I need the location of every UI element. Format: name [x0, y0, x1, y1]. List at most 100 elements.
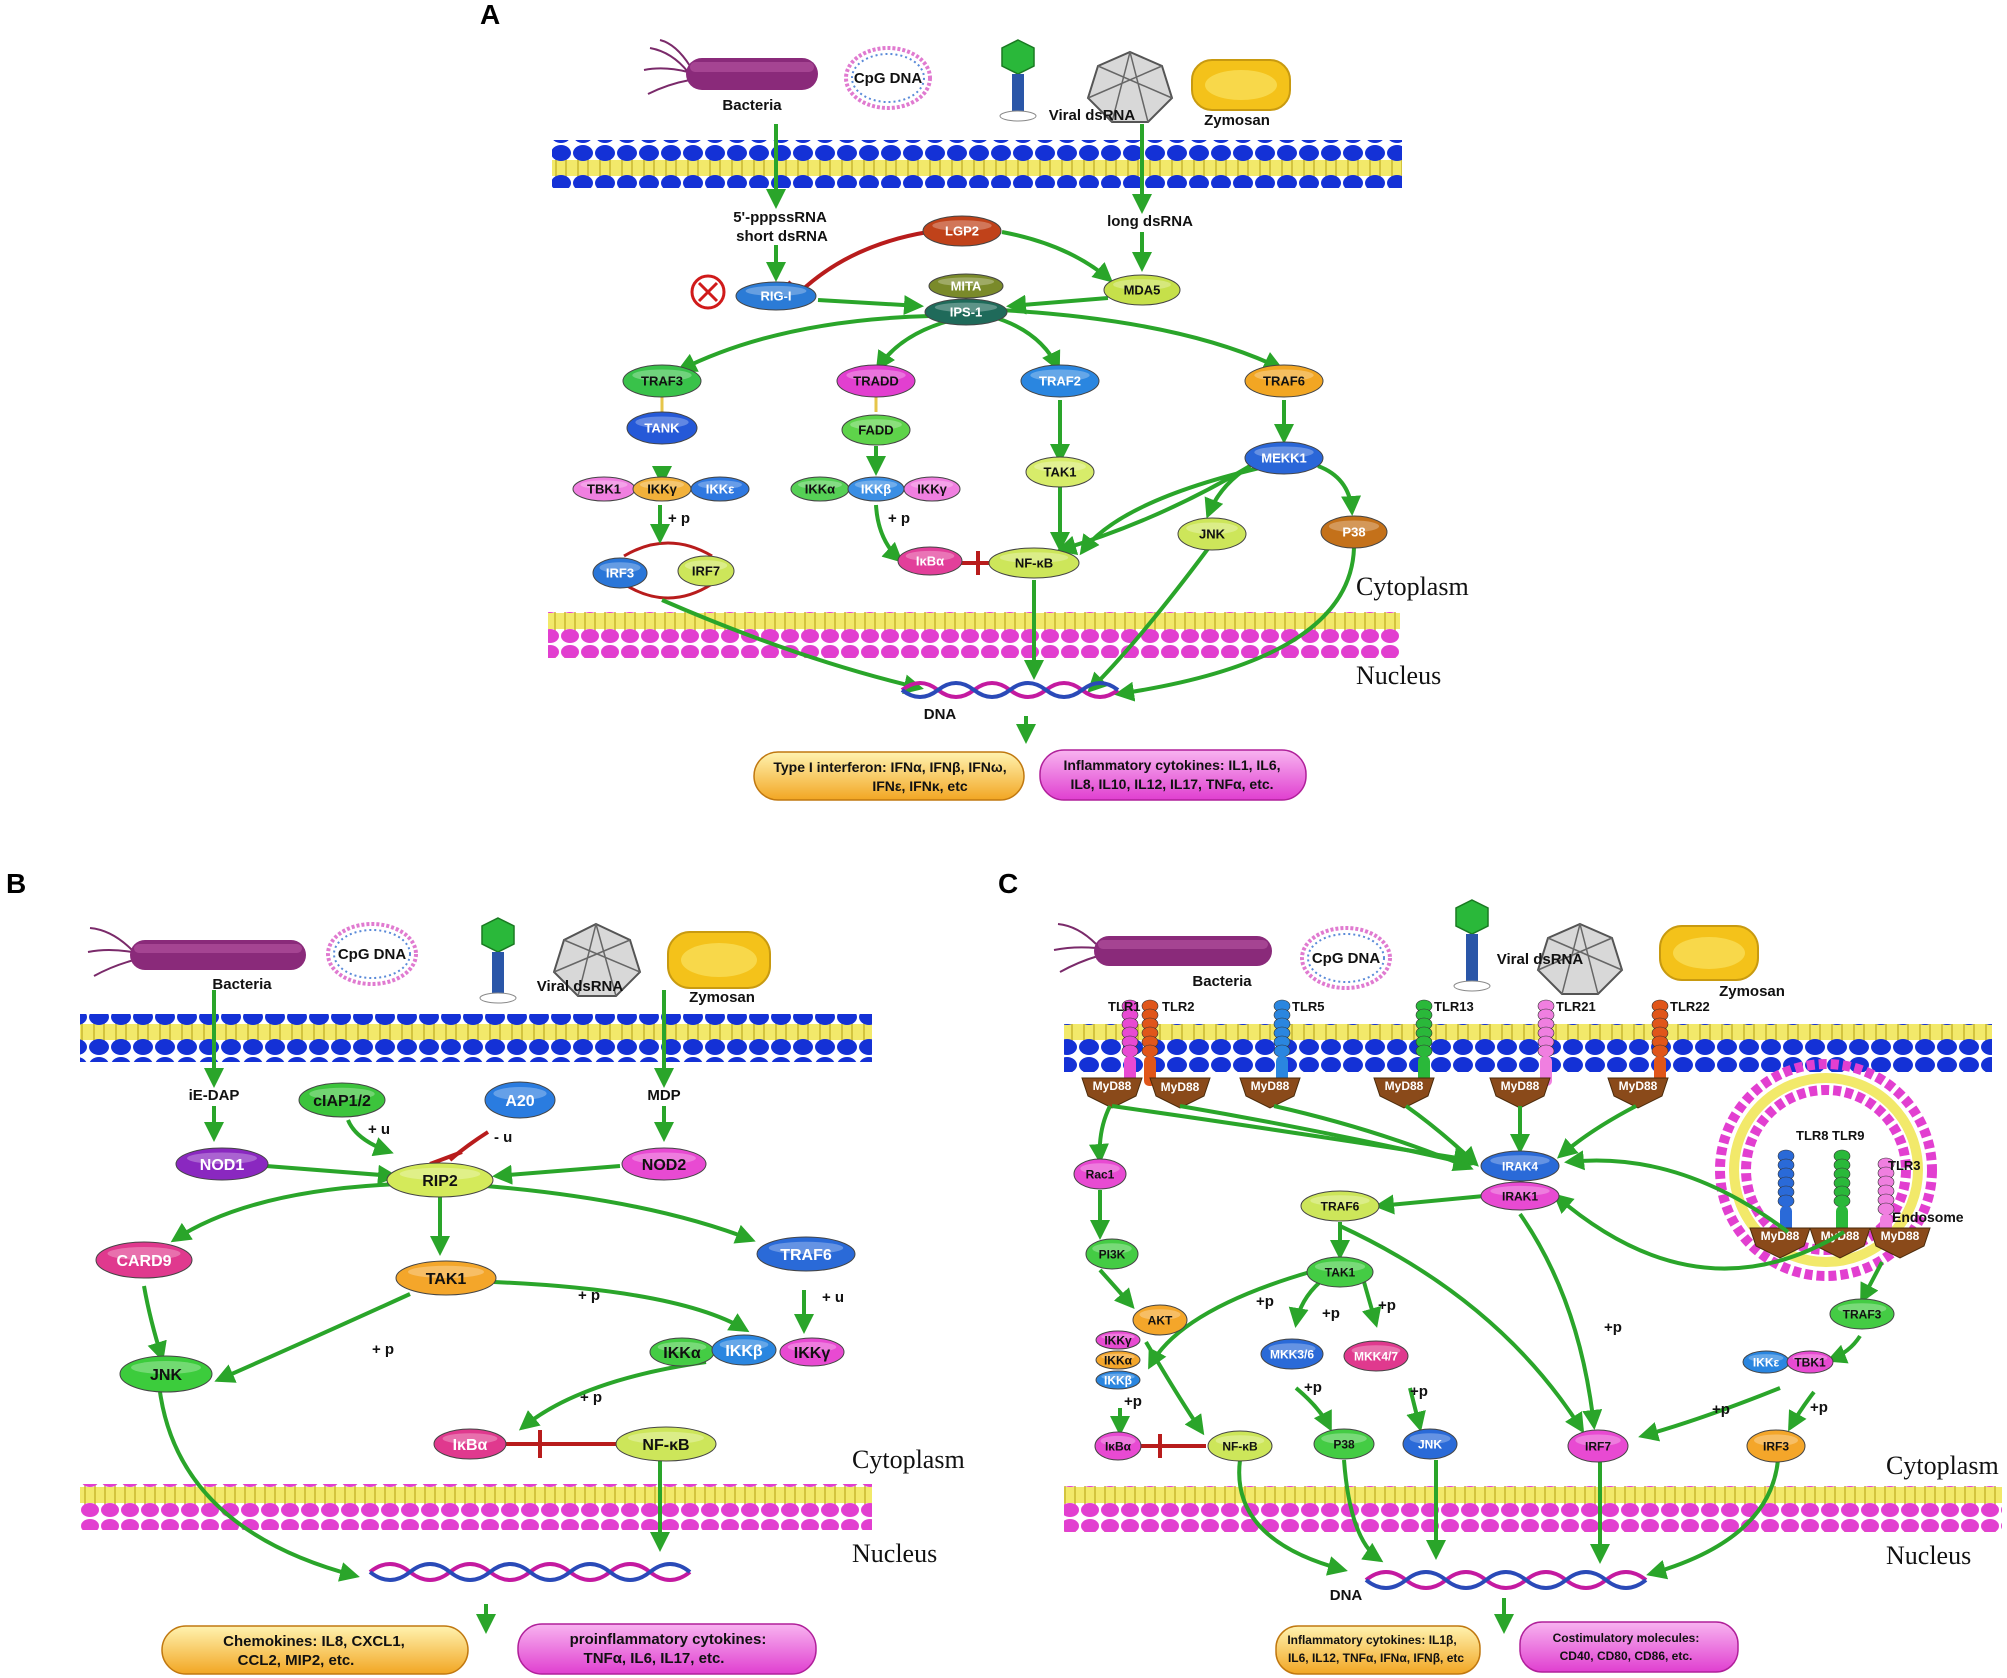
c-ikka-node: IKKα [1095, 1350, 1141, 1370]
viral-dsrna-label-a: Viral dsRNA [1049, 107, 1136, 124]
b-a20-node: A20 [484, 1081, 556, 1119]
a-tradd-node: TRADD [836, 364, 916, 398]
b-ikkg-label: IKKγ [794, 1345, 831, 1362]
a-ikkg-node: IKKγ [632, 476, 692, 502]
b-card9-label: CARD9 [116, 1253, 171, 1270]
plus-p-c1: +p [1256, 1293, 1274, 1310]
dna-helix-c [1364, 1570, 1648, 1590]
virus-icon [1086, 50, 1174, 123]
c-irak4-label: IRAK4 [1502, 1159, 1538, 1173]
viral-dsrna-label-c: Viral dsRNA [1497, 951, 1584, 968]
c-tak1-label: TAK1 [1325, 1265, 1356, 1279]
panel-c: Bacteria CpG DNA Viral dsRNA Zymosan [1053, 899, 2002, 1675]
b-card9-node: CARD9 [95, 1241, 193, 1279]
panel-letter-b: B [6, 868, 26, 899]
a-traf3-label: TRAF3 [641, 374, 683, 389]
a-ikkg-label: IKKγ [647, 482, 677, 497]
c-akt-label: AKT [1148, 1313, 1173, 1327]
a-traf3-node: TRAF3 [622, 364, 702, 398]
cpg-dna-label-b: CpG DNA [338, 946, 406, 963]
myd88-label: MyD88 [1619, 1079, 1658, 1093]
output-costimulatory-line2: CD40, CD80, CD86, etc. [1560, 1649, 1693, 1663]
cytoplasm-label-c: Cytoplasm [1886, 1451, 1999, 1480]
a-jnk-label: JNK [1199, 527, 1226, 542]
plus-p-label-a2: + p [888, 510, 910, 527]
output-proinflammatory-line1: proinflammatory cytokines: [570, 1631, 767, 1648]
zymosan-label-a: Zymosan [1204, 112, 1270, 129]
c-mkk47-label: MKK4/7 [1354, 1349, 1398, 1363]
c-irf7-node: IRF7 [1567, 1429, 1629, 1463]
output-chemokines-line2: CCL2, MIP2, etc. [238, 1652, 355, 1669]
myd88-label: MyD88 [1161, 1080, 1200, 1094]
output-chemokines: Chemokines: IL8, CXCL1, CCL2, MIP2, etc. [161, 1625, 469, 1675]
myd88-adaptor: MyD88 [1607, 1077, 1669, 1109]
b-ikba-label: IκBα [453, 1437, 488, 1454]
plus-p-c5: +p [1410, 1383, 1428, 1400]
cpg-dna-label-a: CpG DNA [854, 70, 922, 87]
output-chemokines-line1: Chemokines: IL8, CXCL1, [223, 1633, 405, 1650]
plasma-membrane-c [1064, 1024, 1992, 1072]
nuclear-membrane-b [80, 1484, 872, 1530]
a-mita-node: MITA [928, 273, 1004, 299]
a-tbk1-label: TBK1 [587, 482, 621, 497]
a-ikba-node: IκBα [897, 546, 963, 576]
c-nfkb-label: NF-κB [1222, 1439, 1258, 1453]
receptor-tlr21: TLR21 [1537, 999, 1596, 1086]
receptor-label-tlr9: TLR9 [1832, 1128, 1865, 1143]
a-nfkb-node: NF-κB [988, 547, 1080, 579]
a-traf6-label: TRAF6 [1263, 374, 1305, 389]
b-nod1-node: NOD1 [175, 1147, 269, 1181]
b-ciap-label: cIAP1/2 [313, 1093, 371, 1110]
plus-u-label-b1: + u [368, 1121, 390, 1138]
b-nod1-label: NOD1 [200, 1157, 245, 1174]
a-mita-label: MITA [951, 279, 982, 294]
a-lgp2-node: LGP2 [922, 215, 1002, 247]
receptor-tlr2: TLR2 [1141, 999, 1195, 1086]
plus-p-c4: +p [1304, 1379, 1322, 1396]
receptor-tlr22: TLR22 [1651, 999, 1710, 1086]
a-tak1-node: TAK1 [1025, 456, 1095, 488]
c-ikkb-node: IKKβ [1095, 1370, 1141, 1390]
c-irak1-node: IRAK1 [1480, 1181, 1560, 1211]
c-ikba-node: IκBα [1094, 1431, 1142, 1461]
c-irak4-node: IRAK4 [1480, 1150, 1560, 1182]
c-tak1-node: TAK1 [1306, 1256, 1374, 1288]
dna-label-a: DNA [924, 706, 957, 723]
c-traf3-label: TRAF3 [1843, 1307, 1882, 1321]
c-ikka-label: IKKα [1104, 1353, 1133, 1367]
phage-icon [479, 917, 517, 1004]
a-p38-node: P38 [1320, 515, 1388, 549]
output-inflammatory-a-line1: Inflammatory cytokines: IL1, IL6, [1063, 757, 1280, 773]
endosome-label: Endosome [1892, 1209, 1964, 1225]
phage-icon [999, 39, 1037, 122]
a-mekk1-node: MEKK1 [1244, 441, 1324, 475]
cpg-dna-icon [326, 922, 418, 986]
c-irf3-label: IRF3 [1763, 1439, 1789, 1453]
b-ikka-label: IKKα [663, 1345, 701, 1362]
zymosan-icon [1191, 59, 1291, 111]
a-rig-node: RIG-I [735, 281, 817, 311]
a-ikke-node: IKKε [690, 476, 750, 502]
output-proinflammatory: proinflammatory cytokines: TNFα, IL6, IL… [517, 1623, 817, 1675]
panel-letter-a: A [480, 0, 500, 30]
dna-label-c: DNA [1330, 1587, 1363, 1604]
b-ikkb-node: IKKβ [711, 1334, 777, 1366]
a-ikkb-node: IKKβ [847, 476, 905, 502]
output-type1-ifn: Type I interferon: IFNα, IFNβ, IFNω, IFN… [753, 751, 1025, 801]
plus-p-c8: +p [1712, 1401, 1730, 1418]
receptor-tlr13: TLR13 [1415, 999, 1474, 1086]
receptor-tlr9: TLR9 [1832, 1128, 1865, 1236]
a-ikke-label: IKKε [706, 482, 735, 497]
lgp2-inhibits-rigi [798, 230, 929, 294]
bacteria-icon [1053, 923, 1272, 973]
receptor-label-tlr1: TLR1 [1108, 999, 1141, 1014]
c-mkk47-node: MKK4/7 [1343, 1340, 1409, 1372]
cpg-dna-icon [1300, 926, 1392, 990]
b-traf6-label: TRAF6 [780, 1247, 832, 1264]
b-ikkg-node: IKKγ [779, 1337, 845, 1367]
cpg-dna-icon [844, 46, 932, 110]
receptor-label-tlr8: TLR8 [1796, 1128, 1829, 1143]
nucleus-label-c: Nucleus [1886, 1541, 1971, 1570]
c-ikkg-node: IKKγ [1095, 1330, 1141, 1350]
c-mkk36-label: MKK3/6 [1270, 1347, 1314, 1361]
